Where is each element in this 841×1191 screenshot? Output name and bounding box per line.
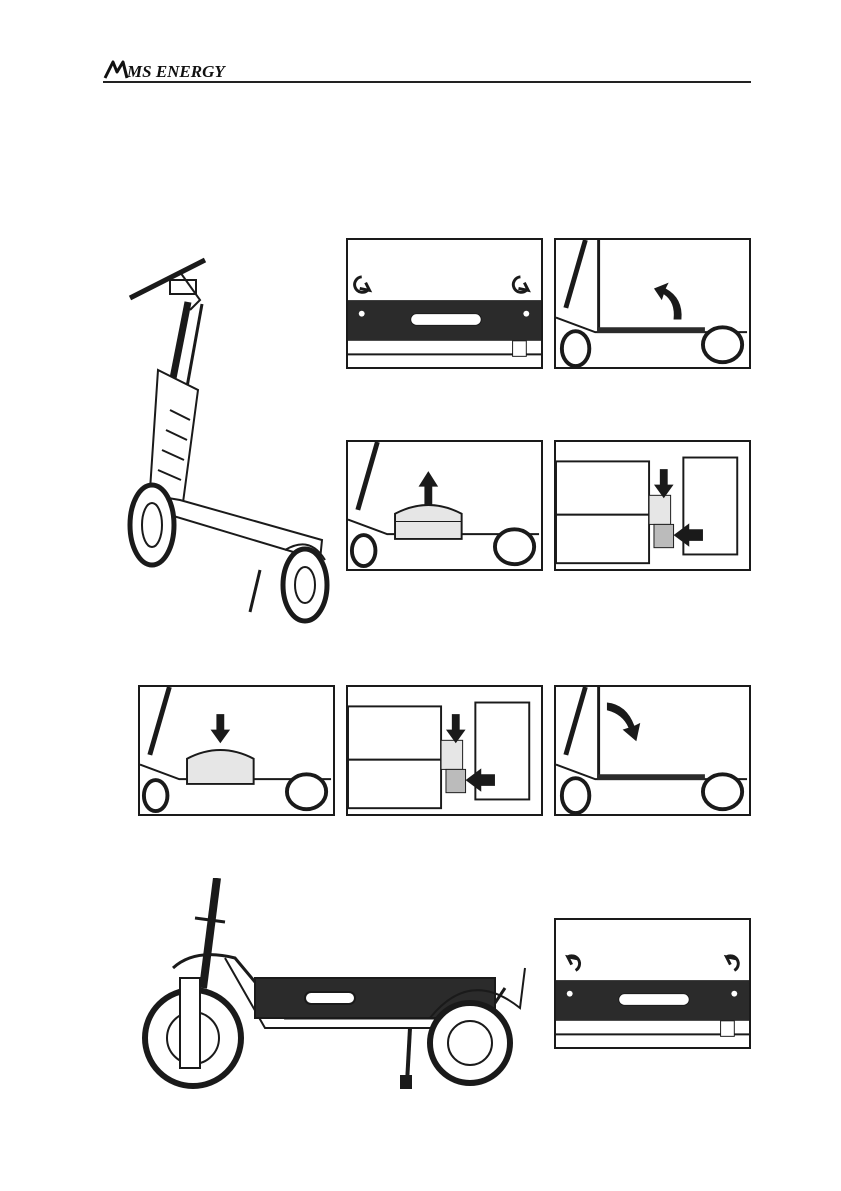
step-close-footplate-panel bbox=[554, 685, 751, 816]
logo-text: MS ENERGY bbox=[126, 62, 226, 81]
step-disconnect-connector-panel bbox=[554, 440, 751, 571]
rotate-cw-icon bbox=[726, 956, 738, 971]
curved-arrow-up-icon bbox=[654, 283, 682, 320]
step-fasten-screws-panel bbox=[554, 918, 751, 1049]
step-insert-battery-panel bbox=[138, 685, 335, 816]
brand-logo: MS ENERGY bbox=[103, 58, 263, 82]
scooter-overview-illustration bbox=[110, 240, 340, 625]
curved-arrow-down-icon bbox=[607, 703, 640, 742]
scooter-side-view-illustration bbox=[125, 878, 535, 1096]
rotate-ccw-icon bbox=[355, 277, 370, 292]
rotate-cw-icon bbox=[568, 956, 580, 971]
arrow-down-icon bbox=[446, 714, 466, 743]
header-rule bbox=[103, 81, 751, 83]
arrow-up-icon bbox=[419, 471, 439, 506]
arrow-down-icon bbox=[654, 469, 674, 498]
step-remove-screws-panel bbox=[346, 238, 543, 369]
rotate-ccw-icon bbox=[513, 277, 528, 292]
step-reconnect-connector-panel bbox=[346, 685, 543, 816]
arrow-down-icon bbox=[211, 714, 231, 743]
step-lift-footplate-panel bbox=[554, 238, 751, 369]
step-remove-battery-panel bbox=[346, 440, 543, 571]
